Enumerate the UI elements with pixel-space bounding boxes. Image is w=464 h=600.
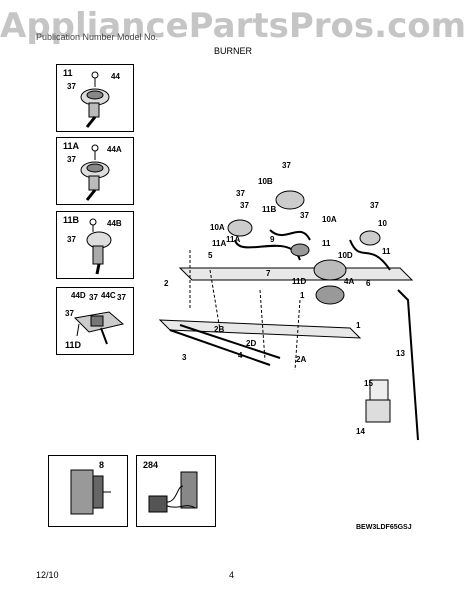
part-label: 44B [107,219,122,228]
wire-harness-illustration [148,471,198,513]
inset-11a: 11A 37 44A [56,137,134,205]
callout: 37 [300,211,309,220]
inset-id: 11A [63,141,80,151]
callout: 2 [164,279,169,288]
callout: 10A [322,215,337,224]
callout: 11A [212,239,226,248]
callout: 11D [292,277,306,286]
callout: 2A [296,355,306,364]
callout: 4 [238,351,243,360]
footer-date: 12/10 [36,570,59,580]
callout: 10D [338,251,353,260]
callout: 7 [266,269,271,278]
callout: 2B [214,325,224,334]
footer-page: 4 [229,570,235,580]
callout: 3 [182,353,187,362]
inset-11b: 11B 37 44B [56,211,134,279]
part-label: 44C [101,291,116,300]
burner-head-illustration [80,144,110,201]
ignitor-module-illustration [70,469,111,515]
callout: 5 [208,251,213,260]
part-label: 37 [67,235,76,244]
callout: 10A [210,223,225,232]
callout: 37 [282,161,291,170]
part-label: 37 [65,309,74,318]
inset-8: 8 [48,455,128,527]
callout: 11 [382,247,391,256]
inset-id: 284 [143,460,159,470]
inset-11d: 44D 37 44C 37 37 11D [56,287,134,355]
callout: 2D [246,339,256,348]
inset-id: 11B [63,215,80,225]
model-code: BEW3LDF65GSJ [356,524,412,531]
callout: 11 [322,239,331,248]
part-label: 37 [89,293,98,302]
callout: 4A [344,277,354,286]
callout: 14 [356,427,365,436]
part-label: 44A [107,145,122,154]
page-subheading: Publication Number Model No. [36,32,159,42]
callout: 37 [370,201,379,210]
callout: 11A [226,235,240,244]
callout: 10 [378,219,387,228]
watermark: AppliancePartsPros.com [0,6,464,46]
burner-head-illustration [86,218,112,275]
inset-id: 11 [63,68,73,78]
callout: 10B [258,177,273,186]
part-label: 37 [67,155,76,164]
callout: 15 [364,379,373,388]
callout: 37 [240,201,249,210]
callout: 6 [366,279,371,288]
inset-id: 11D [65,340,82,350]
callout: 37 [236,189,245,198]
inset-284: 284 [136,455,216,527]
callout: 1 [300,291,305,300]
part-label: 37 [67,82,76,91]
burner-head-illustration [80,71,110,128]
callout: 9 [270,235,275,244]
part-label: 37 [117,293,126,302]
callout: 13 [396,349,405,358]
burner-base-illustration [73,311,125,345]
part-label: 44D [71,291,86,300]
callout: 11B [262,205,276,214]
inset-id: 8 [99,460,105,470]
inset-11: 11 37 44 [56,64,134,132]
callout: 1 [356,321,361,330]
part-label: 44 [111,72,120,81]
burner-exploded-diagram: 37 10B 37 37 11B 37 10 10A 37 10A 11A 11… [158,161,419,441]
section-title: BURNER [214,46,253,56]
